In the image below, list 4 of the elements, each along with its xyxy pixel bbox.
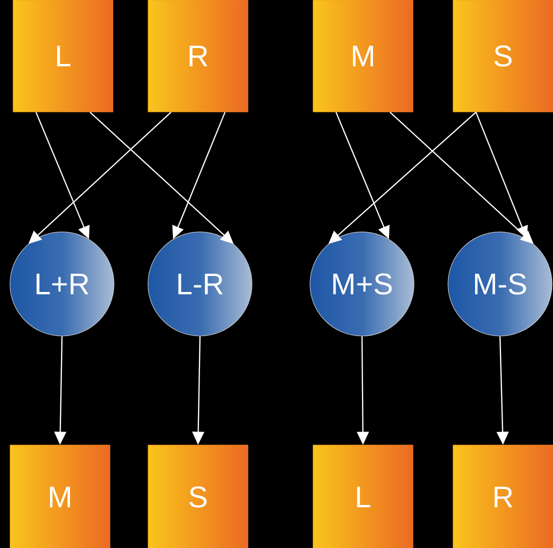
square-box: L bbox=[12, 0, 114, 112]
square-box: R bbox=[148, 0, 248, 112]
square-box: M bbox=[312, 0, 414, 112]
square-box: S bbox=[452, 0, 553, 112]
